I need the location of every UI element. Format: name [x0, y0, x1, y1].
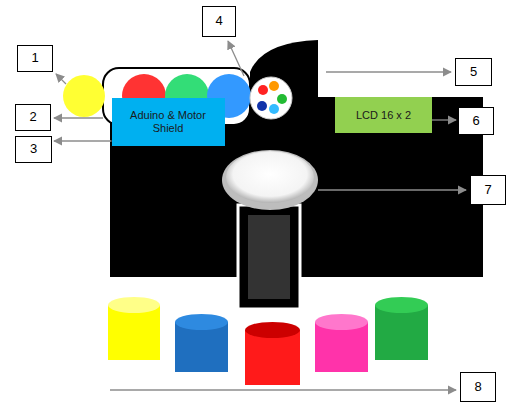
pink-cup — [315, 314, 368, 330]
servo-bowl — [226, 151, 314, 203]
leader-arrow — [110, 389, 456, 390]
yellow-cup — [108, 305, 160, 360]
green-cup — [375, 297, 428, 313]
leader-lines — [54, 41, 466, 390]
callout-number: 5 — [470, 65, 477, 80]
sensor-dot — [269, 81, 279, 91]
leader-arrow — [326, 71, 451, 72]
callout-number: 2 — [29, 110, 36, 125]
servo-bowl-rim — [222, 150, 318, 210]
callout-number: 8 — [460, 372, 496, 402]
yellow-ball — [63, 75, 105, 117]
sensor-dot — [269, 104, 279, 114]
controller-box: Aduino & Motor Shield — [112, 98, 225, 146]
color-sensor-disc — [250, 77, 292, 119]
callout-number: 5 — [455, 58, 492, 86]
lcd-box: LCD 16 x 2 — [335, 97, 432, 133]
callout-number: 7 — [484, 183, 491, 198]
callout-number: 4 — [202, 6, 236, 37]
callout-number: 3 — [30, 142, 37, 157]
sensor-dot — [257, 101, 267, 111]
callout-number: 3 — [15, 136, 52, 163]
callout-number: 1 — [31, 51, 38, 66]
callout-number: 2 — [15, 104, 51, 131]
chute-inner — [248, 215, 290, 299]
callout-number: 6 — [472, 114, 479, 129]
callout-number: 4 — [215, 14, 222, 29]
sensor-dot — [258, 85, 268, 95]
red-cup — [245, 330, 300, 385]
box-label: LCD 16 x 2 — [356, 109, 411, 122]
callout-number: 7 — [470, 175, 506, 205]
callout-number: 1 — [17, 45, 53, 72]
blue-cup — [175, 314, 228, 330]
hopper — [250, 40, 318, 125]
leader-arrow — [56, 74, 66, 84]
box-label: Aduino & Motor Shield — [124, 109, 213, 134]
sorting-cups — [108, 297, 428, 385]
callout-number: 6 — [458, 107, 494, 135]
chute — [238, 205, 300, 309]
leader-arrow — [318, 189, 466, 190]
yellow-cup — [108, 297, 160, 313]
connector-arrow — [432, 119, 456, 120]
green-cup — [375, 305, 428, 360]
callout-number: 8 — [474, 380, 481, 395]
connector-arrow — [54, 140, 112, 141]
red-cup — [245, 322, 300, 338]
sensor-dot — [277, 94, 287, 104]
leader-arrow — [228, 41, 244, 76]
leader-arrow — [54, 117, 103, 118]
